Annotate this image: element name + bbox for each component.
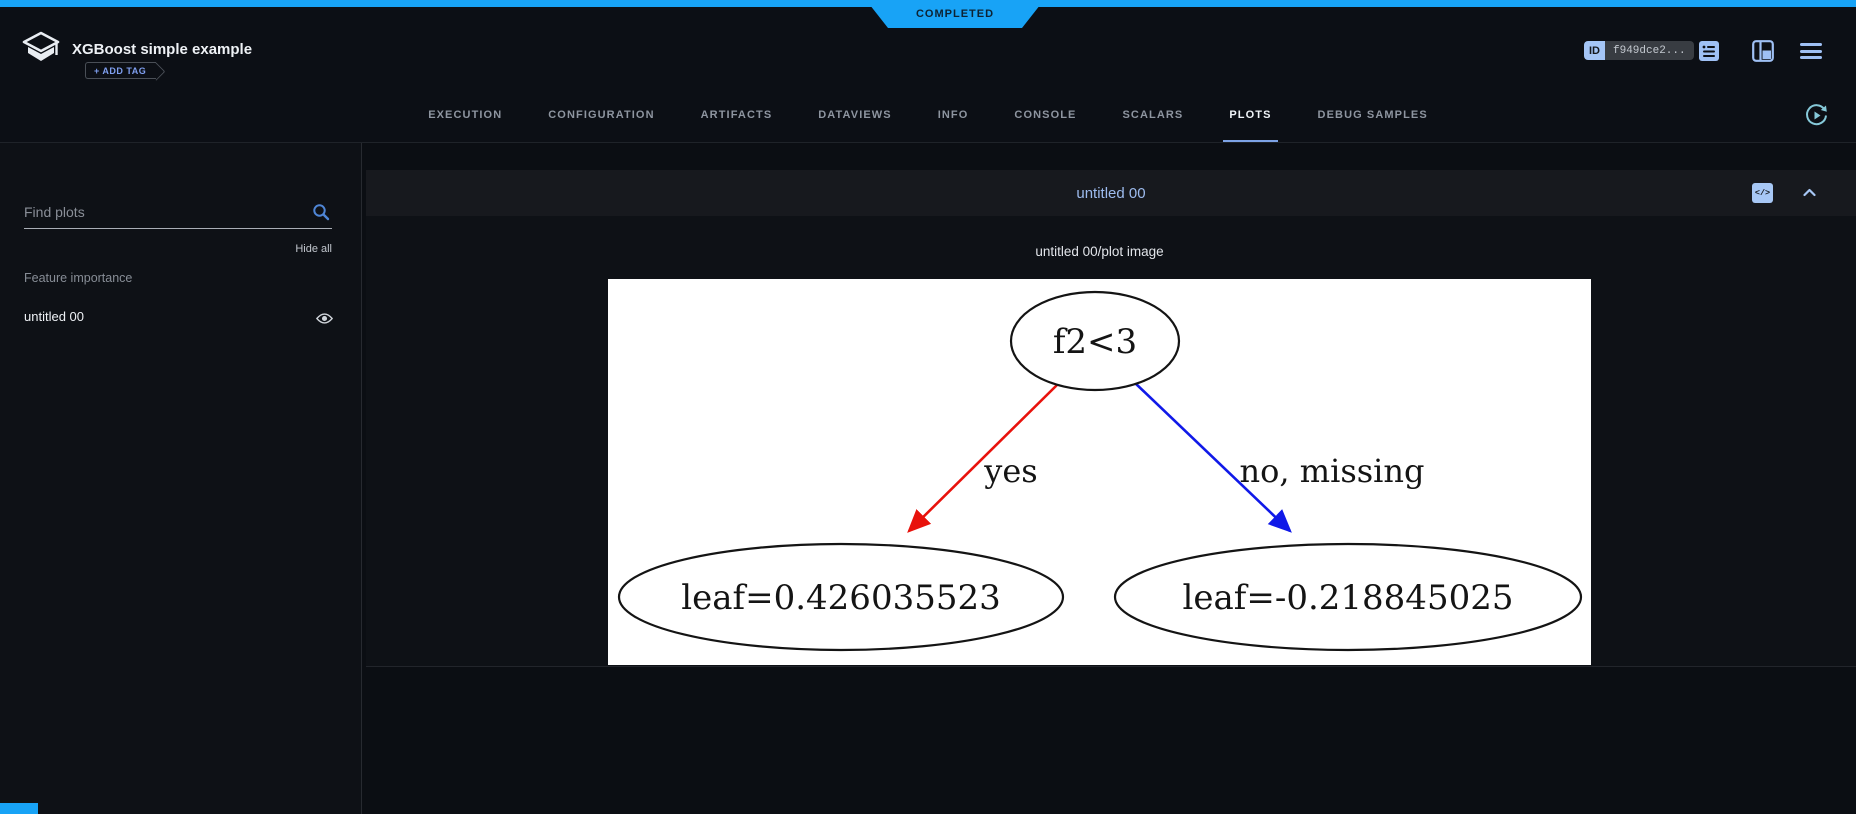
- hide-all-link[interactable]: Hide all: [295, 243, 332, 255]
- collapse-chevron-icon[interactable]: [1803, 188, 1816, 197]
- no-edge: [1133, 381, 1292, 533]
- find-plots-search: [24, 195, 332, 229]
- plot-image[interactable]: f2<3 yes no, missing leaf=0.426035523 le…: [608, 279, 1591, 665]
- left-leaf-label: leaf=0.426035523: [681, 578, 1000, 618]
- experiment-id-badge[interactable]: ID f949dce2...: [1584, 41, 1694, 60]
- tab-artifacts[interactable]: ARTIFACTS: [700, 109, 773, 121]
- plot-list-item[interactable]: untitled 00: [0, 303, 362, 333]
- plots-content: untitled 00 </> untitled 00/plot image: [362, 143, 1856, 814]
- left-leaf-node: [617, 542, 1065, 652]
- yes-edge-label: yes: [983, 452, 1037, 490]
- tab-execution[interactable]: EXECUTION: [428, 109, 503, 121]
- plot-image-title: untitled 00/plot image: [1035, 244, 1164, 259]
- id-label: ID: [1584, 41, 1605, 60]
- add-tag-button[interactable]: + ADD TAG: [85, 62, 157, 79]
- status-badge-label: COMPLETED: [915, 8, 995, 20]
- plot-panel-body: untitled 00/plot image f2<3: [366, 216, 1856, 667]
- search-input[interactable]: [24, 195, 304, 228]
- root-node-label: f2<3: [1053, 322, 1137, 362]
- tab-info[interactable]: INFO: [937, 109, 969, 121]
- tab-dataviews[interactable]: DATAVIEWS: [818, 109, 892, 121]
- plot-item-label: untitled 00: [24, 309, 84, 324]
- id-value: f949dce2...: [1605, 41, 1694, 60]
- tab-configuration[interactable]: CONFIGURATION: [548, 109, 655, 121]
- search-icon: [313, 204, 330, 221]
- tab-console[interactable]: CONSOLE: [1014, 109, 1077, 121]
- tab-plots[interactable]: PLOTS: [1223, 88, 1278, 142]
- right-leaf-label: leaf=-0.218845025: [1183, 578, 1514, 618]
- layout-icon[interactable]: [1752, 40, 1774, 62]
- menu-icon[interactable]: [1800, 40, 1822, 62]
- plot-panel-title: untitled 00: [1076, 184, 1146, 202]
- app-header: XGBoost simple example + ADD TAG ID f949…: [0, 7, 1856, 88]
- tab-bar: EXECUTION CONFIGURATION ARTIFACTS DATAVI…: [0, 88, 1856, 143]
- embed-code-icon[interactable]: </>: [1752, 183, 1773, 203]
- auto-refresh-icon[interactable]: [1803, 102, 1830, 129]
- tab-debug-samples[interactable]: DEBUG SAMPLES: [1317, 109, 1428, 121]
- visibility-eye-icon[interactable]: [316, 310, 333, 327]
- details-icon[interactable]: [1698, 40, 1720, 62]
- root-node: [1009, 290, 1181, 392]
- right-leaf-node: [1113, 542, 1583, 652]
- tab-scalars[interactable]: SCALARS: [1122, 109, 1184, 121]
- add-tag-label: + ADD TAG: [94, 65, 147, 76]
- plot-panel: untitled 00 </> untitled 00/plot image: [366, 170, 1856, 667]
- experiment-type-icon: [22, 31, 60, 61]
- experiment-title[interactable]: XGBoost simple example: [72, 41, 253, 58]
- no-edge-label: no, missing: [1240, 452, 1425, 490]
- plots-sidebar: Hide all Feature importance untitled 00: [0, 143, 362, 814]
- yes-edge: [907, 384, 1058, 533]
- status-badge: COMPLETED: [866, 0, 1044, 28]
- xgboost-tree-diagram: f2<3 yes no, missing leaf=0.426035523 le…: [617, 290, 1583, 652]
- plot-panel-header: untitled 00 </>: [366, 170, 1856, 216]
- bottom-left-accent: [0, 803, 38, 814]
- plot-group-label: Feature importance: [24, 271, 133, 285]
